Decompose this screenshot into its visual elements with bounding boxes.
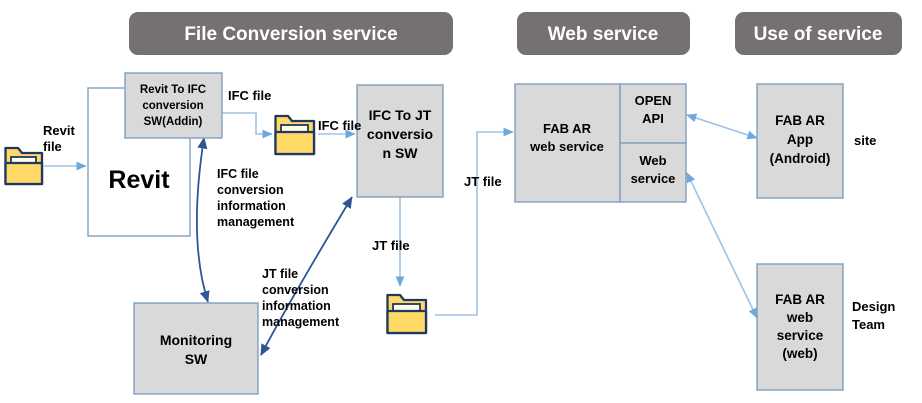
label-line: JT file (262, 267, 298, 281)
label-line: Design (852, 299, 895, 314)
header-file-conversion-service: File Conversion service (129, 12, 453, 55)
label-line: conversion (262, 283, 329, 297)
header-web-service: Web service (517, 12, 690, 55)
box-label-line: FAB AR (775, 113, 825, 128)
label-ifc-file-1: IFC file (228, 88, 271, 103)
box-label-line: Web (639, 153, 666, 168)
box-label-line: FAB AR (775, 292, 825, 307)
connector-addin-monitoring (195, 136, 210, 303)
connector-jt-folder-to-fabar-web-service (435, 127, 514, 316)
label-line: file (43, 139, 62, 154)
box-label-line: API (642, 111, 664, 126)
box-label-line: SW(Addin) (144, 116, 203, 128)
label-line: Revit (43, 123, 75, 138)
label-line: information (217, 199, 286, 213)
header-label: File Conversion service (184, 24, 397, 45)
label-site: site (854, 133, 876, 148)
box-revit-to-ifc-addin[interactable]: Revit To IFC conversion SW(Addin) (124, 72, 223, 139)
box-label-line: service (777, 328, 824, 343)
label-jt-file-down: JT file (372, 238, 410, 253)
folder-icon (274, 114, 316, 156)
box-fab-ar-web-service[interactable]: FAB AR web service (514, 83, 621, 203)
label-line: management (262, 315, 340, 329)
connector-addin-to-ifc-folder (222, 112, 273, 139)
label-line: conversion (217, 183, 284, 197)
label-ifc-file-2: IFC file (318, 118, 361, 133)
box-label-line: OPEN (635, 93, 672, 108)
box-label-line: (Android) (770, 151, 831, 166)
header-label: Web service (548, 24, 659, 45)
box-revit-label: Revit (108, 166, 170, 194)
box-web-service-module[interactable]: Web service (619, 142, 687, 203)
box-label-line: FAB AR (543, 121, 592, 136)
label-ifc-conversion-info-management: IFC file conversion information manageme… (217, 167, 295, 229)
label-line: IFC file (217, 167, 259, 181)
label-jt-conversion-info-management: JT file conversion information managemen… (262, 267, 340, 329)
box-fab-ar-app[interactable]: FAB AR App (Android) (756, 83, 844, 199)
box-label-line: conversion (142, 100, 203, 112)
header-label: Use of service (754, 24, 883, 45)
connector-openapi-fabar-app (686, 113, 758, 140)
box-label-line: IFC To JT (369, 107, 432, 123)
label-design-team: Design Team (852, 299, 895, 332)
box-open-api[interactable]: OPEN API (619, 83, 687, 144)
box-ifc-to-jt-sw[interactable]: IFC To JT conversio n SW (356, 84, 444, 198)
folder-icon (386, 293, 428, 335)
header-use-of-service: Use of service (735, 12, 902, 55)
label-jt-file-right: JT file (464, 174, 502, 189)
connector-webservice-fabar-web (686, 172, 758, 319)
label-revit-file: Revit file (43, 123, 75, 154)
folder-icon (4, 146, 44, 186)
box-label-line: Monitoring (160, 332, 232, 348)
label-line: management (217, 215, 295, 229)
box-label-line: n SW (383, 145, 419, 161)
box-label-line: web (786, 310, 813, 325)
box-label-line: (web) (782, 346, 817, 361)
label-line: Team (852, 317, 885, 332)
box-label-line: Revit To IFC (140, 84, 206, 96)
box-label-line: App (787, 132, 813, 147)
connector-monitoring-ifc-to-jt (260, 196, 353, 356)
box-label-line: conversio (367, 126, 433, 142)
box-label-line: service (631, 171, 676, 186)
box-fab-ar-web[interactable]: FAB AR web service (web) (756, 263, 844, 391)
box-monitoring-sw[interactable]: Monitoring SW (133, 302, 259, 395)
label-line: information (262, 299, 331, 313)
box-label-line: SW (185, 351, 208, 367)
box-label-line: web service (529, 139, 604, 154)
